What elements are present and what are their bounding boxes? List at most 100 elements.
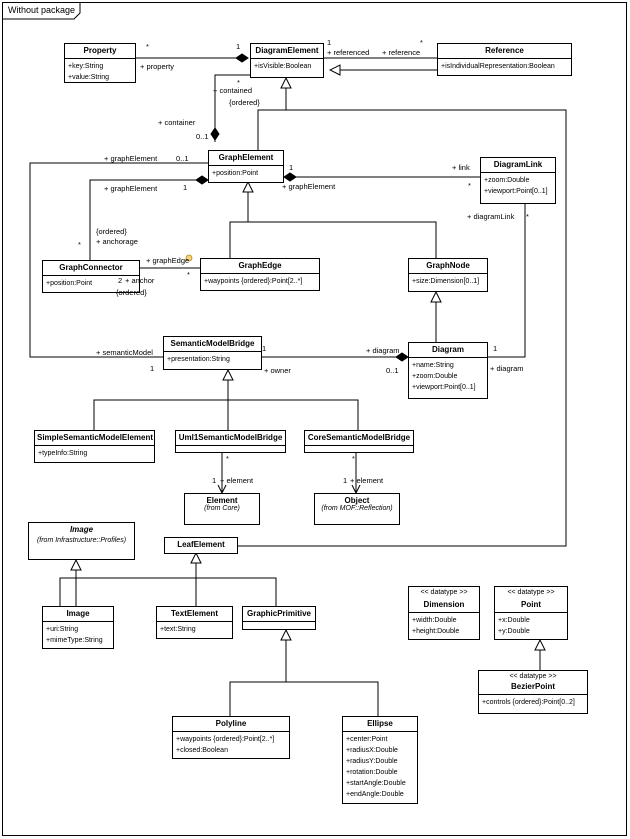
class-name: CoreSemanticModelBridge xyxy=(307,433,411,442)
role-label: + owner xyxy=(264,366,291,375)
class-name: Polyline xyxy=(215,719,247,728)
class-name: TextElement xyxy=(171,609,218,618)
multiplicity-label: 1 xyxy=(212,476,217,485)
class-origin: (from Core) xyxy=(204,505,240,512)
frame-tab-shape xyxy=(2,2,81,20)
class-name: SemanticModelBridge xyxy=(170,339,255,348)
class-name: BezierPoint xyxy=(510,682,555,691)
attribute: +size:Dimension[0..1] xyxy=(412,278,480,285)
role-label: + link xyxy=(452,163,470,172)
class-object: Object (from MOF::Reflection) xyxy=(314,493,400,525)
attribute: +position:Point xyxy=(212,170,259,177)
anchorage-association xyxy=(89,179,208,260)
stereotype: << datatype >> xyxy=(509,673,557,680)
attribute: +uri:String xyxy=(46,626,79,633)
attribute: +value:String xyxy=(68,74,110,81)
attribute: +endAngle:Double xyxy=(346,791,404,798)
semanticmodel-association xyxy=(29,162,208,358)
attribute: +waypoints {ordered}:Point[2..*] xyxy=(204,278,303,285)
attribute: +viewport:Point[0..1] xyxy=(484,188,548,195)
multiplicity-label: 0..1 xyxy=(386,366,399,375)
multiplicity-label: 1 xyxy=(183,183,188,192)
class-name: Reference xyxy=(485,46,524,55)
class-name: Object xyxy=(344,496,370,505)
multiplicity-label: 1 xyxy=(236,42,241,51)
multiplicity-label: 0..1 xyxy=(196,132,209,141)
attribute: +text:String xyxy=(160,626,196,633)
class-name: LeafElement xyxy=(177,540,225,549)
class-graph-edge: GraphEdge +waypoints {ordered}:Point[2..… xyxy=(200,258,320,291)
multiplicity-label: * xyxy=(526,212,529,221)
class-diagram-link: DiagramLink +zoom:Double +viewport:Point… xyxy=(480,157,556,204)
role-label: + container xyxy=(158,118,196,127)
role-label: + reference xyxy=(382,48,421,57)
class-property: Property +key:String +value:String xyxy=(64,43,136,83)
class-name: GraphEdge xyxy=(238,261,282,270)
multiplicity-label: * xyxy=(237,78,240,87)
class-image-abstract: Image (from Infrastructure::Profiles) xyxy=(28,522,135,560)
frame-title: Without package xyxy=(8,5,76,15)
constraint-label: {ordered} xyxy=(96,227,127,236)
graphnode-generalization xyxy=(248,221,437,258)
role-label: + anchorage xyxy=(96,237,138,246)
role-label: + graphElement xyxy=(282,182,336,191)
class-name: GraphElement xyxy=(218,153,274,162)
multiplicity-label: 1 xyxy=(150,364,155,373)
constraint-label: {ordered} xyxy=(229,98,260,107)
attribute: +zoom:Double xyxy=(412,373,458,380)
composition-diamond xyxy=(195,175,209,185)
attribute: +viewport:Point[0..1] xyxy=(412,384,476,391)
graphelement-generalization xyxy=(257,78,286,150)
attribute: +radiusY:Double xyxy=(346,758,398,765)
class-point: << datatype >> Point +x:Double +y:Double xyxy=(494,586,568,640)
role-label: + element xyxy=(350,476,384,485)
role-label: + graphEdge xyxy=(146,256,190,265)
attribute: +waypoints {ordered}:Point[2..*] xyxy=(176,736,275,743)
class-name: Point xyxy=(521,600,541,609)
class-element: Element (from Core) xyxy=(184,493,260,525)
composition-diamond xyxy=(235,53,249,63)
class-name: Element xyxy=(206,496,238,505)
class-name: SimpleSemanticModelElement xyxy=(37,433,154,442)
multiplicity-label: * xyxy=(420,38,423,47)
attribute: +x:Double xyxy=(498,617,530,624)
class-ellipse: Ellipse +center:Point +radiusX:Double +r… xyxy=(342,716,418,804)
role-label: + diagramLink xyxy=(467,212,515,221)
class-name: GraphConnector xyxy=(59,263,123,272)
attribute: +typeInfo:String xyxy=(38,450,88,457)
attribute: +rotation:Double xyxy=(346,769,398,776)
multiplicity-label: 1 xyxy=(493,344,498,353)
multiplicity-label: 0..1 xyxy=(176,154,189,163)
attribute: +mimeType:String xyxy=(46,637,103,644)
attribute: +y:Double xyxy=(498,628,530,635)
attribute: +presentation:String xyxy=(167,356,230,363)
class-graph-element: GraphElement +position:Point xyxy=(208,150,284,183)
class-reference: Reference +isIndividualRepresentation:Bo… xyxy=(437,43,572,76)
role-label: + anchor xyxy=(125,276,155,285)
graphedge-generalization xyxy=(229,182,248,258)
attribute: +zoom:Double xyxy=(484,177,530,184)
multiplicity-label: 1 xyxy=(289,163,294,172)
class-leaf-element: LeafElement xyxy=(164,537,238,554)
class-name: Uml1SemanticModelBridge xyxy=(178,433,283,442)
class-name: Diagram xyxy=(431,345,464,354)
attribute: +center:Point xyxy=(346,736,388,743)
role-label: + property xyxy=(140,62,174,71)
role-label: + semanticModel xyxy=(96,348,153,357)
class-image: Image +uri:String +mimeType:String xyxy=(42,606,114,649)
class-dimension: << datatype >> Dimension +width:Double +… xyxy=(408,586,480,640)
class-name: DiagramElement xyxy=(255,46,319,55)
multiplicity-label: 1 xyxy=(327,38,332,47)
class-polyline: Polyline +waypoints {ordered}:Point[2..*… xyxy=(172,716,290,759)
class-graph-connector: GraphConnector +position:Point xyxy=(42,260,140,293)
bridges-generalization-bar xyxy=(93,399,359,430)
role-label: + contained xyxy=(213,86,252,95)
attribute: +position:Point xyxy=(46,280,93,287)
role-label: + diagram xyxy=(490,364,524,373)
class-semantic-model-bridge: SemanticModelBridge +presentation:String xyxy=(163,336,262,370)
class-name: GraphNode xyxy=(426,261,470,270)
composition-diamond xyxy=(210,127,220,141)
primitive-generalization-bar xyxy=(229,681,379,716)
role-label: + diagram xyxy=(366,346,400,355)
